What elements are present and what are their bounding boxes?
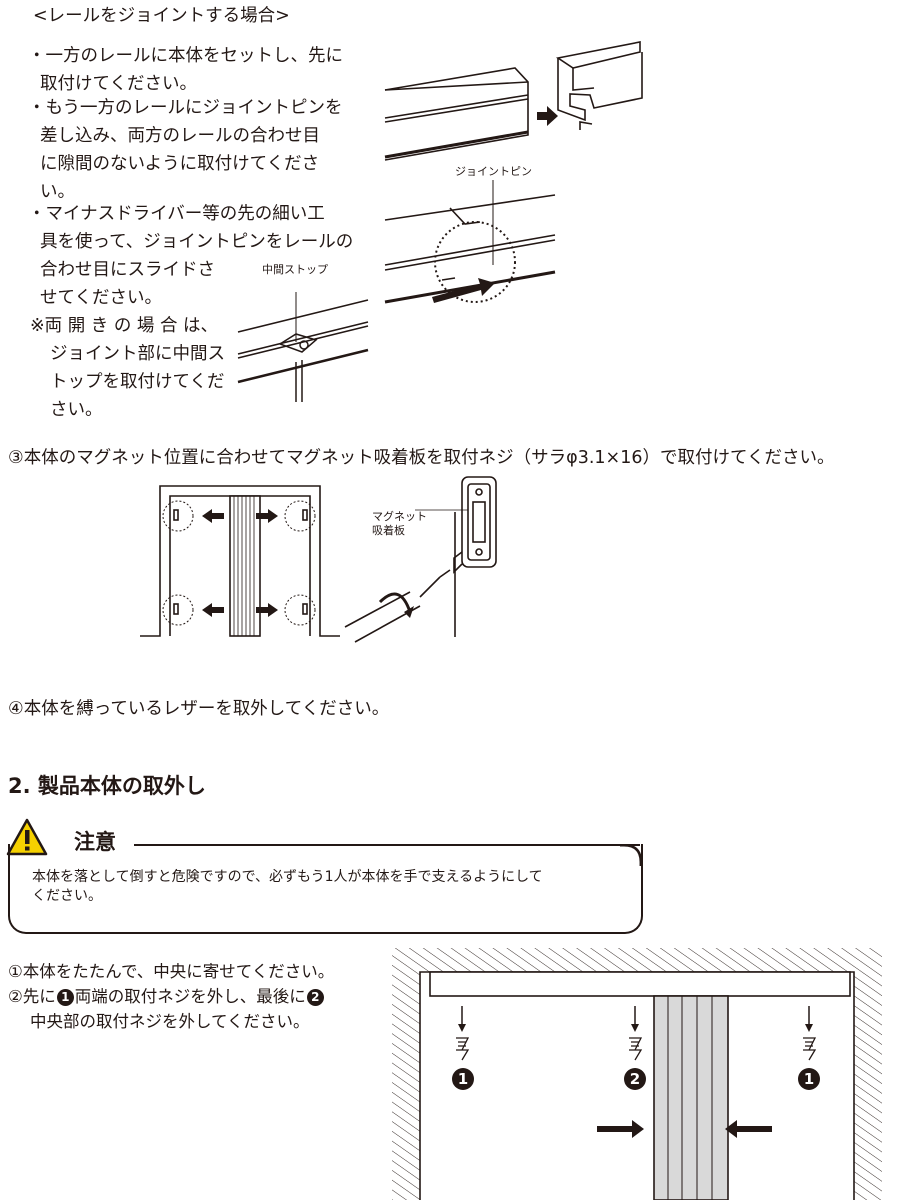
step2-number-1: 1 <box>56 989 74 1006</box>
step2-part-b: 両端の取付ネジを外し、最後に <box>74 987 306 1006</box>
bullet-1-line-2: 取付けてください。 <box>40 74 197 94</box>
caution-box <box>8 844 643 934</box>
step4-text: ④本体を縛っているレザーを取外してください。 <box>8 699 390 719</box>
step3-text: ③本体のマグネット位置に合わせてマグネット吸着板を取付ネジ（サラφ3.1×16）… <box>8 448 835 468</box>
caution-label: 注意 <box>74 830 116 854</box>
rail-joint-illustration <box>384 41 643 304</box>
magnet-label-line-1: マグネット <box>372 510 427 523</box>
screw-number-left: 1 <box>452 1068 474 1090</box>
caution-line-1: 本体を落として倒すと危険ですので、必ずもう1人が本体を手で支えるようにして <box>32 869 543 885</box>
bullet-2-line-2: 差し込み、両方のレールの合わせ目 <box>40 126 320 146</box>
magnet-plate-illustration <box>344 476 497 643</box>
bullet-3-line-2: 具を使って、ジョイントピンをレールの <box>40 232 354 252</box>
caution-box-corner <box>620 843 643 866</box>
caution-line-2: ください。 <box>32 888 102 904</box>
middle-stop-label: 中間ストップ <box>262 263 328 276</box>
bullet-1-line-1: ・一方のレールに本体をセットし、先に <box>28 46 343 66</box>
step2-part-a: ②先に <box>8 987 56 1006</box>
caution-text: 本体を落として倒すと危険ですので、必ずもう1人が本体を手で支えるようにして くだ… <box>32 868 543 906</box>
bullet-2: ・もう一方のレールにジョイントピンを 差し込み、両方のレールの合わせ目 に隙間の… <box>28 94 342 206</box>
section2-step1: ①本体をたたんで、中央に寄せてください。 <box>8 962 335 981</box>
bullet-3-line-4: せてください。 <box>40 288 162 308</box>
note-line-4: さい。 <box>50 400 103 420</box>
step2-number-2: 2 <box>306 989 324 1006</box>
bullet-2-line-3: に隙間のないように取付けてくださ <box>40 154 320 174</box>
note-line-3: トップを取付けてくだ <box>50 372 225 392</box>
magnet-plate-label: マグネット 吸着板 <box>372 510 427 538</box>
middle-stop-illustration <box>237 292 369 402</box>
bullet-2-line-1: ・もう一方のレールにジョイントピンを <box>28 98 343 118</box>
ceiling-removal-illustration <box>392 948 882 1200</box>
note-line-2: ジョイント部に中間ス <box>50 344 225 364</box>
joint-pin-label: ジョイントピン <box>455 165 532 178</box>
note-line-1: ※両 開 き の 場 合 は、 <box>30 316 219 336</box>
bullet-3-line-1: ・マイナスドライバー等の先の細い工 <box>28 204 325 224</box>
rail-joint-title: <レールをジョイントする場合> <box>33 6 290 26</box>
caution-top-corner <box>30 846 650 864</box>
screw-number-right: 1 <box>798 1068 820 1090</box>
magnet-label-line-2: 吸着板 <box>372 524 405 537</box>
double-open-note: ※両 開 き の 場 合 は、 ジョイント部に中間ス トップを取付けてくだ さい… <box>30 312 225 424</box>
section2-step2-cont: 中央部の取付ネジを外してください。 <box>30 1012 310 1031</box>
bullet-3-line-3: 合わせ目にスライドさ <box>40 260 215 280</box>
screw-number-center: 2 <box>624 1068 646 1090</box>
magnet-door-illustration <box>140 485 340 637</box>
bullet-3: ・マイナスドライバー等の先の細い工 具を使って、ジョイントピンをレールの 合わせ… <box>28 200 353 312</box>
bullet-1: ・一方のレールに本体をセットし、先に 取付けてください。 <box>28 42 343 98</box>
section2-title: 2. 製品本体の取外し <box>8 774 206 798</box>
caution-top-rule <box>134 844 640 846</box>
bullet-2-line-4: い。 <box>40 182 75 202</box>
